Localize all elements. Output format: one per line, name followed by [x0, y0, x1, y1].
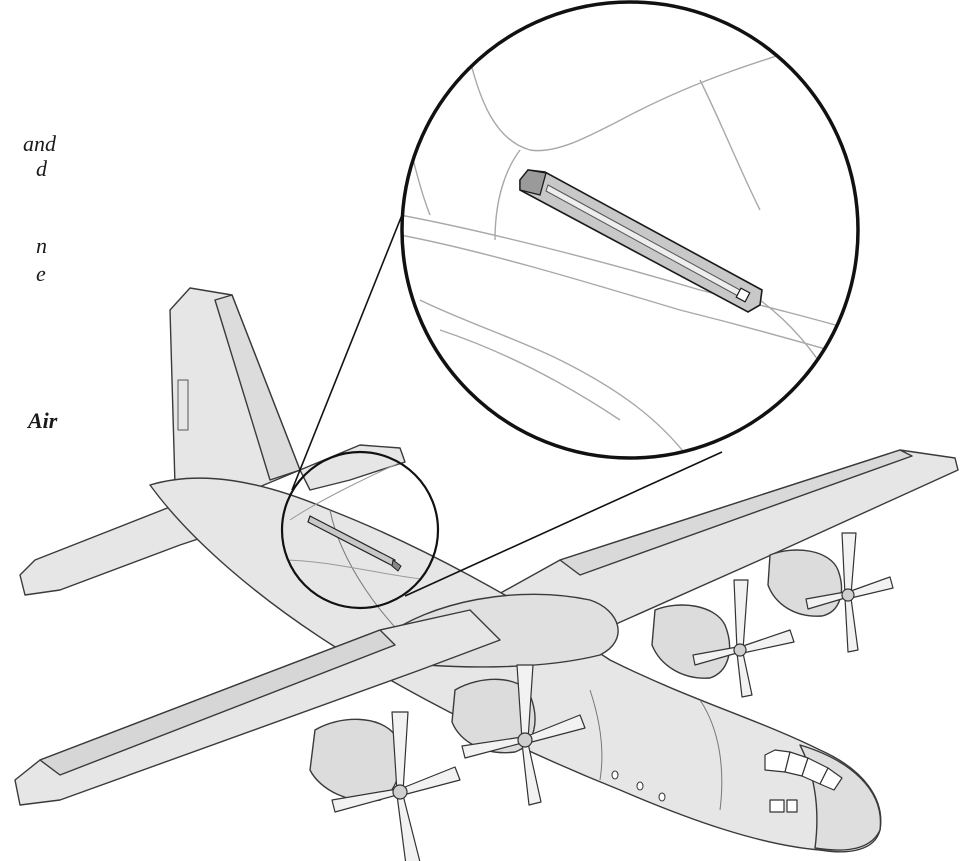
callout: [280, 189, 723, 610]
left-wing: [14, 609, 501, 806]
antenna-connector: [735, 287, 751, 303]
propeller-3: [692, 579, 795, 698]
detail-circle-small: [280, 450, 440, 610]
aircraft: [14, 287, 959, 861]
cockpit-windows: [764, 749, 843, 813]
engine-4: [767, 549, 843, 617]
fuselage-windows: [611, 770, 666, 802]
propellers: [331, 532, 894, 861]
caption-fragment-5: Air: [28, 408, 58, 433]
propeller-2: [461, 664, 586, 806]
left-wing-flap: [39, 629, 396, 776]
magnified-view: [400, 0, 860, 460]
antenna-cap: [519, 169, 547, 196]
caption-fragment-4: e: [36, 261, 46, 286]
rudder: [214, 294, 301, 481]
engine-3: [651, 604, 731, 679]
detail-circle-large: [400, 0, 860, 460]
engine-1: [309, 718, 401, 802]
antenna-magnified: [519, 169, 763, 313]
right-wing-flap: [559, 449, 913, 576]
caption-fragment-1: and: [23, 131, 56, 156]
caption-fragment-3: n: [36, 233, 47, 258]
callout-line-lower: [404, 451, 723, 597]
propeller-4: [805, 532, 894, 653]
right-stabilizer: [299, 444, 406, 491]
caption-fragment-2: d: [36, 156, 47, 181]
engines: [309, 549, 843, 802]
callout-line-upper: [291, 189, 413, 491]
propeller-1: [331, 711, 461, 861]
engine-2: [451, 678, 536, 754]
